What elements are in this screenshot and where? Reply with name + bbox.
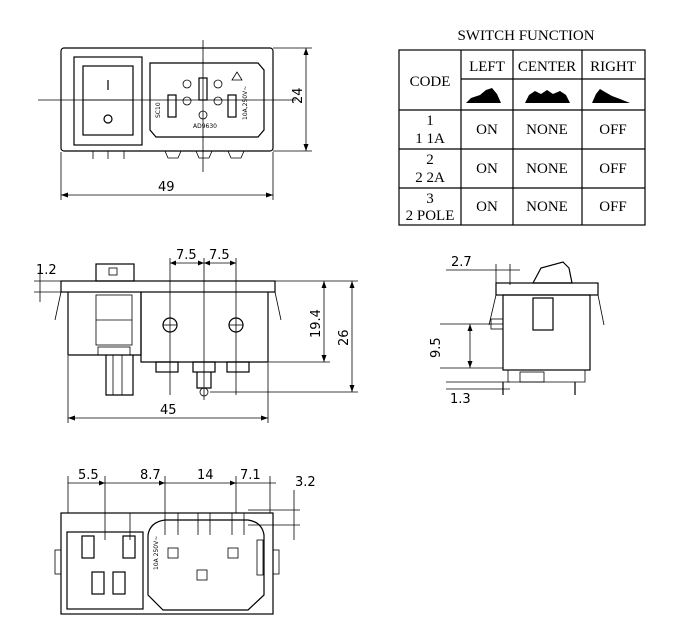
row2-num: 2: [426, 152, 434, 168]
socket-text-left: SC10: [155, 102, 162, 118]
bottom-dim-7-1: 7.1: [240, 468, 261, 483]
row2-right: OFF: [599, 161, 627, 177]
right-dim-1-3: 1.3: [450, 392, 471, 407]
side-dim-a: 7.5: [176, 248, 197, 263]
row1-right: OFF: [599, 122, 627, 138]
rocker-right-icon: [592, 89, 630, 103]
bottom-dim-14: 14: [197, 468, 214, 483]
rocker-switch: [82, 65, 134, 136]
row1-left: ON: [476, 122, 498, 138]
header-right: RIGHT: [590, 59, 636, 75]
row3-num: 3: [426, 191, 434, 207]
row2-sub: 2 2A: [415, 170, 445, 186]
row3-left: ON: [476, 199, 498, 215]
front-view: SC10 10A,250V~ AD9630 49 24: [38, 40, 312, 200]
bottom-dim-3-2: 3.2: [295, 475, 316, 490]
front-height-dim: 24: [291, 87, 306, 104]
row1-center: NONE: [526, 122, 568, 138]
socket-text-bottom: AD9630: [193, 123, 217, 130]
row3-center: NONE: [526, 199, 568, 215]
switch-function-table: SWITCH FUNCTION CODE LEFT CENTER RIGHT 1…: [398, 28, 646, 226]
row3-right: OFF: [599, 199, 627, 215]
row2-left: ON: [476, 161, 498, 177]
bottom-dim-8-7: 8.7: [140, 468, 161, 483]
right-rocker: [532, 261, 573, 284]
side-dim-flange: 1.2: [36, 263, 57, 278]
right-dim-9-5: 9.5: [429, 337, 444, 358]
off-mark: [103, 114, 113, 124]
side-dim-19-4: 19.4: [309, 309, 324, 338]
side-dim-45: 45: [160, 403, 177, 418]
rocker-left-icon: [466, 88, 501, 103]
socket-text-right: 10A,250V~: [242, 86, 249, 120]
right-window: [532, 297, 554, 331]
right-view: 2.7 9.5 1.3: [429, 255, 605, 407]
bottom-dim-5-5: 5.5: [78, 468, 99, 483]
bottom-label-text: 10A 250V~: [153, 536, 160, 570]
side-rocker: [95, 263, 135, 282]
row3-sub: 2 POLE: [406, 208, 455, 224]
iec-inlet-outline: [149, 62, 265, 138]
side-dim-26: 26: [337, 329, 352, 346]
rocker-center-icon: [525, 90, 570, 103]
side-view: 7.5 7.5 1.2 19.4 26 45: [34, 248, 358, 423]
bottom-view: 10A 250V~ 5.5 8.7 14 7.1 3.2: [54, 468, 316, 615]
front-width-dim: 49: [158, 180, 175, 195]
bottom-socket: [147, 519, 265, 611]
fuse-holder-left: [167, 94, 177, 118]
row2-center: NONE: [526, 161, 568, 177]
header-code: CODE: [410, 74, 451, 90]
header-left: LEFT: [469, 59, 505, 75]
rocker-switch-frame: [73, 56, 143, 146]
row1-num: 1: [426, 113, 434, 129]
side-dim-b: 7.5: [209, 248, 230, 263]
right-dim-2-7: 2.7: [451, 255, 472, 270]
table-title: SWITCH FUNCTION: [457, 28, 594, 44]
row1-sub: 1 1A: [415, 131, 445, 147]
header-center: CENTER: [518, 59, 576, 75]
